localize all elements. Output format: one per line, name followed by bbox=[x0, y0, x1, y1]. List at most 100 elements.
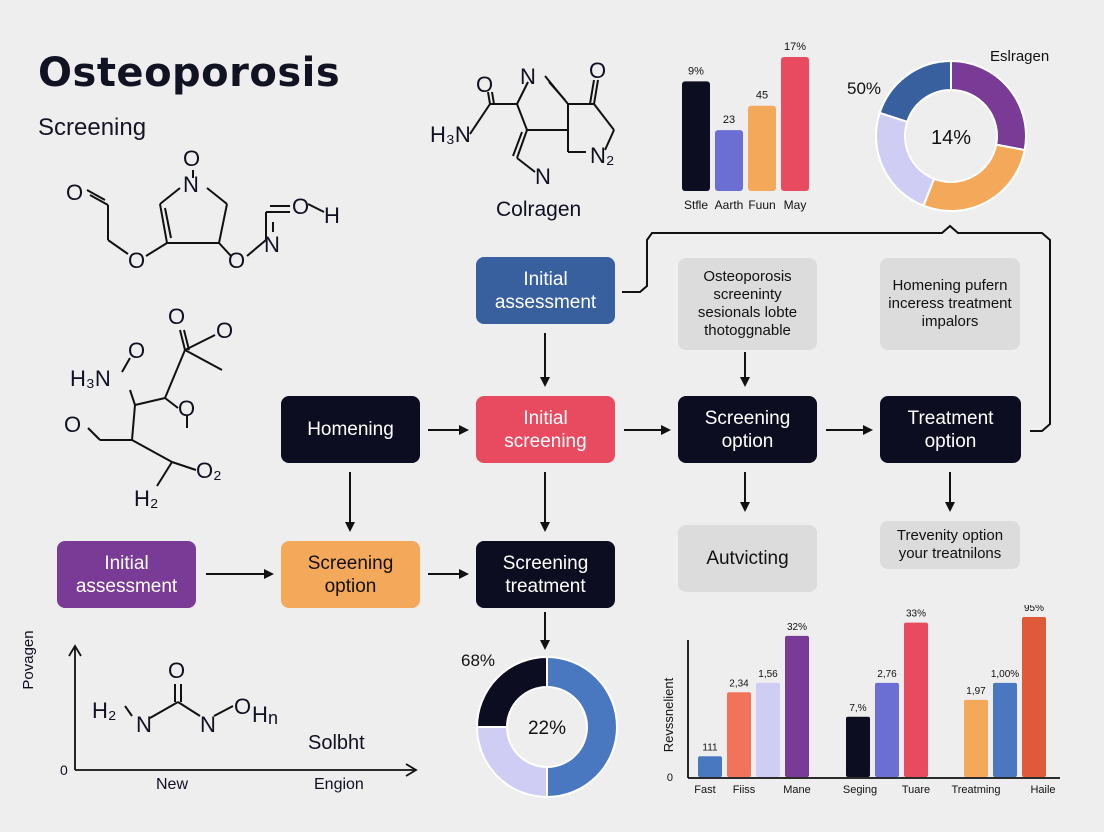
bar bbox=[682, 81, 710, 191]
bar-category-label: Fiiss bbox=[733, 784, 756, 796]
atom-label: O bbox=[168, 304, 186, 329]
donut-center-label: 14% bbox=[931, 127, 971, 149]
atom-label: N bbox=[264, 232, 280, 257]
axis-ylabel: Revssnelient bbox=[661, 677, 676, 752]
initial-screening-box[interactable]: Initial screening bbox=[476, 396, 615, 463]
atom-label: O bbox=[128, 338, 146, 363]
bar-data-label: 9% bbox=[688, 65, 704, 77]
bottom-left-axes bbox=[68, 644, 418, 777]
donut-title: Eslragen bbox=[990, 48, 1049, 65]
atom-label: H₂ bbox=[134, 486, 159, 511]
bar-data-label: 23 bbox=[723, 114, 735, 126]
bar-data-label: 95% bbox=[1024, 605, 1044, 614]
donut-center-label: 22% bbox=[528, 718, 566, 739]
molecule-middle-left bbox=[87, 329, 223, 487]
bar-data-label: 1,97 bbox=[966, 686, 986, 697]
donut-slice bbox=[878, 59, 952, 124]
bottom-right-axes bbox=[687, 640, 1060, 779]
donut-outer-label: 68% bbox=[461, 651, 495, 670]
bar bbox=[1022, 617, 1046, 777]
bar bbox=[781, 57, 809, 191]
donut-chart-bottom: 22% 68% bbox=[461, 651, 618, 799]
atom-label: O bbox=[128, 248, 146, 273]
bar-category-label: Aarth bbox=[715, 198, 744, 212]
bar-data-label: 111 bbox=[702, 742, 718, 753]
bar-data-label: 2,76 bbox=[877, 669, 897, 680]
axis-xlabel-left: New bbox=[156, 776, 189, 793]
atom-label: H bbox=[252, 702, 268, 727]
donut-outer-label: 50% bbox=[847, 79, 881, 98]
bar-data-label: 7,% bbox=[849, 703, 866, 714]
axis-zero: 0 bbox=[60, 762, 68, 778]
bar-category-label: Stfle bbox=[684, 198, 708, 212]
donut-slice bbox=[922, 143, 1026, 212]
atom-label: O bbox=[183, 146, 201, 171]
molecule-collagen bbox=[469, 75, 615, 173]
molecule-bottom-left bbox=[124, 684, 234, 719]
atom-label: O bbox=[216, 318, 234, 343]
osteoporosis-note-box: Osteoporosis screeninty sesionals lobte … bbox=[678, 258, 817, 350]
axis-ylabel: Povagen bbox=[20, 630, 37, 690]
donut-slice bbox=[875, 111, 936, 208]
atom-label: N bbox=[183, 172, 199, 197]
bar bbox=[875, 682, 899, 777]
bar bbox=[698, 756, 722, 777]
treatment-option-box[interactable]: Treatment option bbox=[880, 396, 1021, 463]
molecule-top-left bbox=[86, 170, 325, 257]
initial-assessment-top-box[interactable]: Initial assessment bbox=[476, 257, 615, 324]
bar-category-label: Fast bbox=[694, 784, 715, 796]
treveniy-box: Trevenity option your treatnilons bbox=[880, 521, 1020, 569]
bar bbox=[748, 105, 776, 191]
atom-label: O bbox=[66, 180, 84, 205]
bar bbox=[964, 699, 988, 777]
donut-slice bbox=[546, 655, 618, 799]
homening-note-box: Homening pufern inceress treatment impal… bbox=[880, 258, 1020, 350]
bar bbox=[904, 622, 928, 777]
bar-data-label: 33% bbox=[906, 609, 926, 620]
bar bbox=[727, 692, 751, 777]
atom-label: H₃N bbox=[430, 122, 471, 147]
bar-data-label: 1,56 bbox=[758, 669, 778, 680]
bar-data-label: 45 bbox=[756, 90, 768, 102]
atom-label: H₂ bbox=[92, 698, 117, 723]
atom-label: H bbox=[324, 203, 340, 228]
bar-chart-bottom: 1112,341,5632%7,%2,7633%1,971,00%95%Fast… bbox=[661, 605, 1056, 796]
bar bbox=[993, 682, 1017, 777]
bar bbox=[715, 130, 743, 191]
autvicting-box: Autvicting bbox=[678, 525, 817, 592]
atom-label: H₃N bbox=[70, 366, 111, 391]
atom-label: N bbox=[520, 64, 536, 89]
screening-treatment-box[interactable]: Screening treatment bbox=[476, 541, 615, 608]
atom-label: O bbox=[476, 72, 494, 97]
molecule-label-bottom: Solbht bbox=[308, 732, 365, 754]
bar-category-label: May bbox=[784, 198, 807, 212]
donut-chart-top: 14% 50% Eslragen bbox=[847, 48, 1049, 212]
bar bbox=[756, 682, 780, 777]
page-subtitle: Screening bbox=[38, 114, 147, 141]
atom-label: O bbox=[234, 694, 252, 719]
bar bbox=[785, 635, 809, 777]
bar-data-label: 1,00% bbox=[991, 669, 1019, 680]
bar-data-label: 17% bbox=[784, 41, 806, 53]
bar-category-label: Tuare bbox=[902, 784, 930, 796]
initial-assessment-bottom-box[interactable]: Initial assessment bbox=[57, 541, 196, 608]
atom-label: O bbox=[178, 396, 196, 421]
atom-label: n bbox=[268, 708, 279, 728]
atom-label: O bbox=[589, 58, 607, 83]
bar bbox=[846, 716, 870, 777]
atom-label: N bbox=[535, 164, 551, 189]
atom-label: O₂ bbox=[196, 458, 222, 483]
homening-box[interactable]: Homening bbox=[281, 396, 420, 463]
atom-label: N₂ bbox=[590, 143, 615, 168]
atom-label: O bbox=[64, 412, 82, 437]
flow-arrows bbox=[206, 224, 1051, 650]
screening-option-bottom-box[interactable]: Screening option bbox=[281, 541, 420, 608]
screening-option-mid-box[interactable]: Screening option bbox=[678, 396, 817, 463]
axis-zero-label: 0 bbox=[667, 772, 673, 784]
atom-label: N bbox=[200, 712, 216, 737]
atom-label: N bbox=[136, 712, 152, 737]
donut-slice bbox=[475, 655, 548, 728]
